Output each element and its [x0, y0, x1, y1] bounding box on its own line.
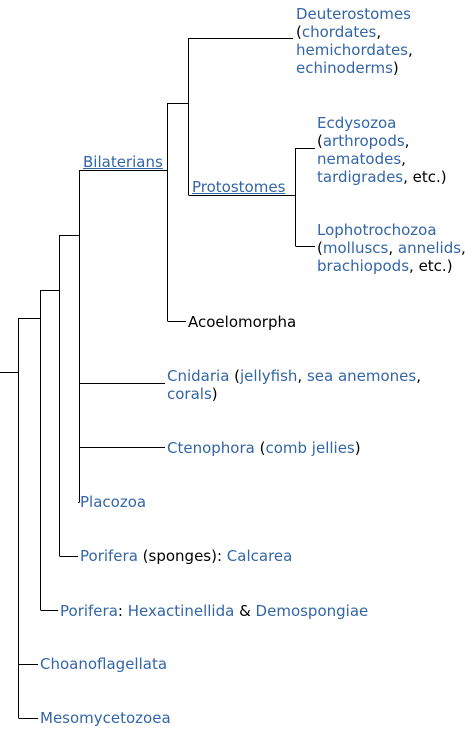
- porifera-calcarea-label: Porifera (sponges): Calcarea: [80, 547, 292, 565]
- lophotrochozoa-link[interactable]: Lophotrochozoa: [317, 221, 437, 239]
- cnidaria-link[interactable]: Cnidaria: [167, 367, 230, 385]
- ampersand: &: [239, 602, 251, 620]
- brachiopods-link[interactable]: brachiopods: [317, 257, 410, 275]
- calcarea-link[interactable]: Calcarea: [226, 547, 293, 565]
- acoelomorpha-label: Acoelomorpha: [188, 313, 296, 331]
- ecdysozoa-link[interactable]: Ecdysozoa: [317, 114, 397, 132]
- molluscs-link[interactable]: molluscs: [322, 239, 389, 257]
- lophotrochozoa-etc: etc.): [418, 257, 453, 275]
- nematodes-link[interactable]: nematodes: [317, 150, 402, 168]
- choanoflagellata-link[interactable]: Choanoflagellata: [40, 655, 168, 673]
- porifera-hexa-label: Porifera: Hexactinellida & Demospongiae: [60, 602, 369, 620]
- lophotrochozoa-label: Lophotrochozoa (molluscs, annelids, brac…: [317, 221, 466, 275]
- acoelomorpha-text: Acoelomorpha: [188, 313, 297, 331]
- sea-anemones-link[interactable]: sea anemones: [306, 367, 417, 385]
- corals-link[interactable]: corals: [167, 385, 212, 403]
- deuterostomes-label: Deuterostomes (chordates, hemichordates,…: [296, 5, 413, 77]
- hexactinellida-link[interactable]: Hexactinellida: [127, 602, 235, 620]
- porifera-link-2[interactable]: Porifera: [60, 602, 118, 620]
- ecdysozoa-etc: etc.): [412, 168, 447, 186]
- jellyfish-link[interactable]: jellyfish: [240, 367, 298, 385]
- arthropods-link[interactable]: arthropods: [322, 132, 405, 150]
- cnidaria-label: Cnidaria (jellyfish, sea anemones, coral…: [167, 367, 422, 403]
- echinoderms-link[interactable]: echinoderms: [296, 59, 393, 77]
- ecdysozoa-label: Ecdysozoa (arthropods, nematodes, tardig…: [317, 114, 447, 186]
- protostomes-link[interactable]: Protostomes: [192, 178, 286, 196]
- demospongiae-link[interactable]: Demospongiae: [255, 602, 369, 620]
- protostomes-label: Protostomes: [192, 178, 285, 196]
- chordates-link[interactable]: chordates: [301, 23, 377, 41]
- bilaterians-label: Bilaterians: [83, 153, 163, 171]
- ctenophora-label: Ctenophora (comb jellies): [167, 439, 361, 457]
- hemichordates-link[interactable]: hemichordates: [296, 41, 408, 59]
- placozoa-label: Placozoa: [80, 493, 146, 511]
- tardigrades-link[interactable]: tardigrades: [317, 168, 404, 186]
- porifera-link[interactable]: Porifera: [80, 547, 138, 565]
- choanoflagellata-label: Choanoflagellata: [40, 655, 167, 673]
- ctenophora-link[interactable]: Ctenophora: [167, 439, 255, 457]
- comb-jellies-link[interactable]: comb jellies: [265, 439, 355, 457]
- annelids-link[interactable]: annelids: [397, 239, 462, 257]
- mesomycetozoea-label: Mesomycetozoea: [40, 709, 171, 727]
- placozoa-link[interactable]: Placozoa: [80, 493, 147, 511]
- bilaterians-link[interactable]: Bilaterians: [83, 153, 163, 171]
- deuterostomes-link[interactable]: Deuterostomes: [296, 5, 411, 23]
- mesomycetozoea-link[interactable]: Mesomycetozoea: [40, 709, 171, 727]
- sponges-note: (sponges):: [142, 547, 223, 565]
